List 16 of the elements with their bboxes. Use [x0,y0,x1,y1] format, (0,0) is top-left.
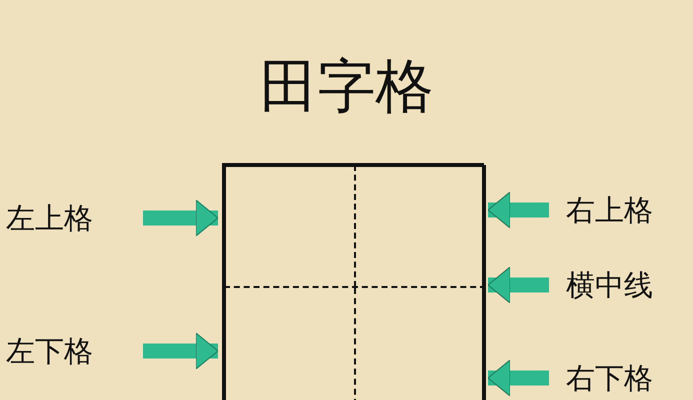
cell-label: 横中线 [549,265,689,305]
cell-label: 左上格 [6,198,143,238]
arrow [488,266,549,304]
grid-frame [222,163,484,400]
grid-cell [355,165,486,287]
arrow [143,332,218,370]
dashed-line [224,286,486,288]
grid-cell [224,288,356,400]
cell-label: 右下格 [549,358,689,398]
arrow [143,200,218,236]
arrow [488,192,549,228]
grid-cell [224,165,356,287]
title: 田字格 [258,51,434,122]
cell-label: 右上格 [549,190,689,230]
cell-label: 左下格 [6,331,143,371]
arrow [488,360,549,396]
